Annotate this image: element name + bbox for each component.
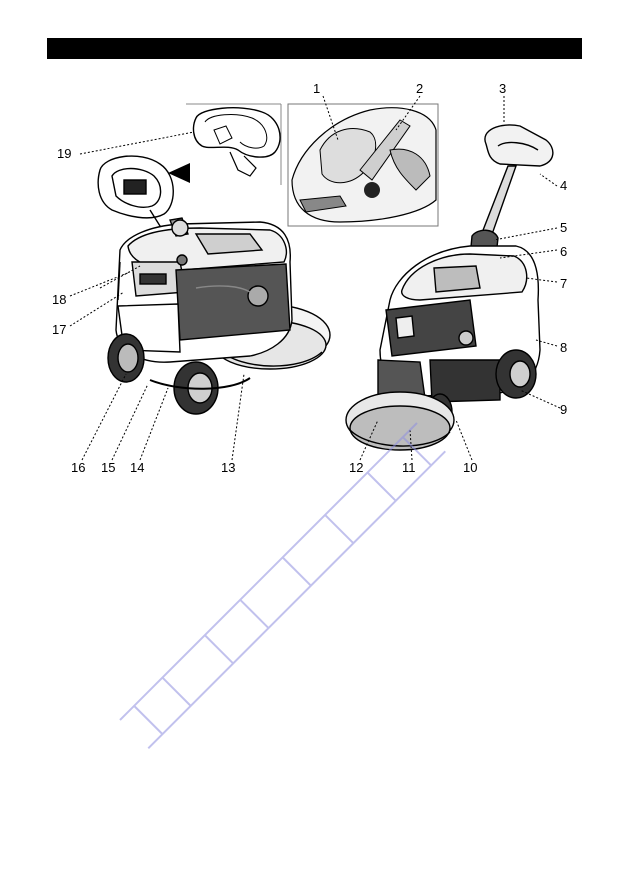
callout-19: 19 <box>57 146 71 161</box>
callout-18: 18 <box>52 292 66 307</box>
callout-10: 10 <box>463 460 477 475</box>
machine-rear-view <box>108 218 330 414</box>
callout-6: 6 <box>560 244 567 259</box>
callout-16: 16 <box>71 460 85 475</box>
callout-8: 8 <box>560 340 567 355</box>
callout-3: 3 <box>499 81 506 96</box>
inset-panel-detail <box>288 104 438 226</box>
callout-12: 12 <box>349 460 363 475</box>
callout-7: 7 <box>560 276 567 291</box>
callout-14: 14 <box>130 460 144 475</box>
callout-15: 15 <box>101 460 115 475</box>
callout-2: 2 <box>416 81 423 96</box>
callout-11: 11 <box>402 460 416 475</box>
callout-4: 4 <box>560 178 567 193</box>
callout-1: 1 <box>313 81 320 96</box>
inset-handle-detail <box>186 104 281 185</box>
handle-grip-closeup <box>98 156 173 232</box>
callout-13: 13 <box>221 460 235 475</box>
callout-9: 9 <box>560 402 567 417</box>
callout-17: 17 <box>52 322 66 337</box>
callout-5: 5 <box>560 220 567 235</box>
